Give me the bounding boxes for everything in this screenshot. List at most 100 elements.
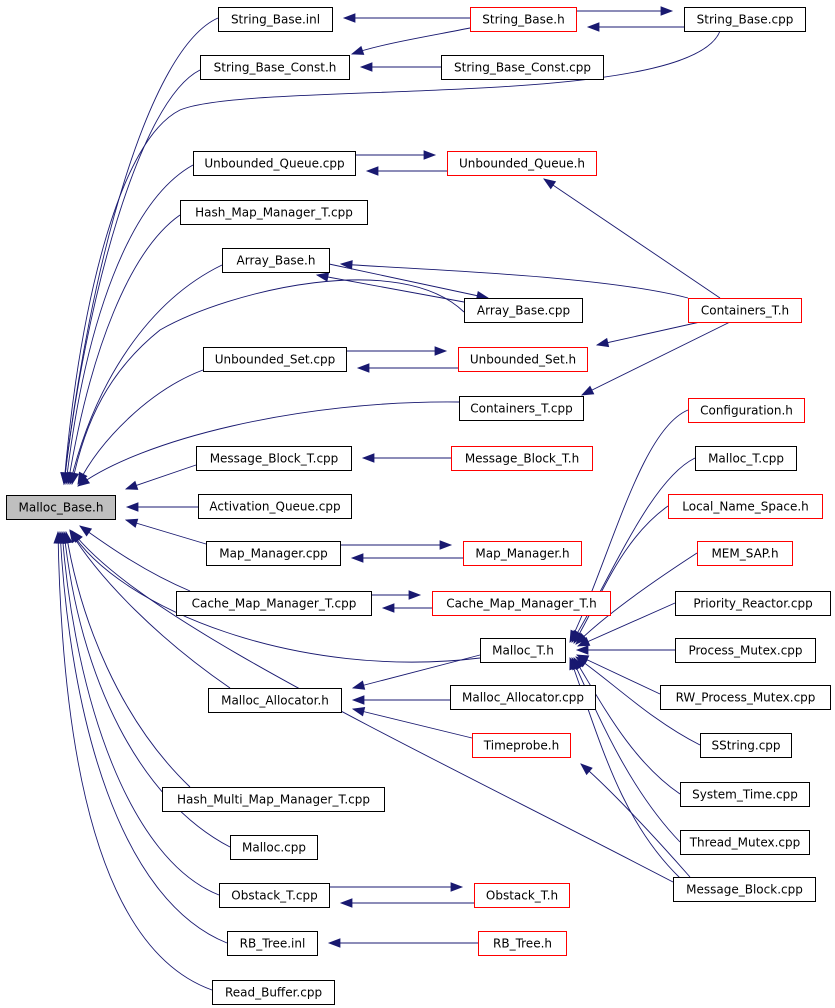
- edge-message_block_t_cpp-to-malloc_base_h: [124, 464, 197, 490]
- arrowhead-icon: [361, 453, 375, 463]
- node-malloc-base-h: Malloc_Base.h: [6, 495, 116, 520]
- edge-map_manager_cpp-to-malloc_base_h: [124, 518, 207, 545]
- arrowhead-icon: [575, 632, 588, 645]
- edge-line: [69, 529, 481, 663]
- node-cache-map-manager-t-cpp[interactable]: Cache_Map_Manager_T.cpp: [176, 591, 372, 616]
- node-box: [441, 55, 604, 80]
- edge-line: [65, 531, 191, 788]
- node-sstring-cpp[interactable]: SString.cpp: [700, 733, 792, 758]
- edge-line: [573, 657, 681, 795]
- node-activation-queue-cpp[interactable]: Activation_Queue.cpp: [198, 494, 352, 519]
- node-label: String_Base_Const.h: [214, 61, 337, 75]
- node-unbounded-set-cpp[interactable]: Unbounded_Set.cpp: [203, 347, 347, 372]
- edge-line: [57, 531, 213, 991]
- node-label: System_Time.cpp: [692, 788, 798, 802]
- edge-message_block_cpp-to-malloc_base_h: [71, 530, 674, 883]
- node-string-base-const-cpp[interactable]: String_Base_Const.cpp: [441, 55, 604, 80]
- node-malloc-t-cpp[interactable]: Malloc_T.cpp: [695, 446, 797, 471]
- node-cache-map-manager-t-h[interactable]: Cache_Map_Manager_T.h: [432, 591, 611, 616]
- node-box: [222, 248, 330, 273]
- node-obstack-t-cpp[interactable]: Obstack_T.cpp: [219, 883, 330, 908]
- node-array-base-cpp[interactable]: Array_Base.cpp: [464, 298, 583, 323]
- node-local-name-space-h[interactable]: Local_Name_Space.h: [668, 494, 823, 519]
- node-rw-process-mutex-cpp[interactable]: RW_Process_Mutex.cpp: [660, 685, 831, 710]
- node-map-manager-cpp[interactable]: Map_Manager.cpp: [206, 541, 341, 566]
- edge-line: [71, 530, 674, 883]
- node-system-time-cpp[interactable]: System_Time.cpp: [680, 782, 810, 807]
- node-unbounded-queue-cpp[interactable]: Unbounded_Queue.cpp: [193, 151, 356, 176]
- node-box: [218, 7, 333, 32]
- node-string-base-h[interactable]: String_Base.h: [470, 7, 577, 32]
- edge-line: [543, 178, 721, 299]
- edge-timeprobe_h-to-malloc_allocator_h: [351, 707, 473, 739]
- edge-line: [576, 654, 661, 695]
- node-label: Array_Base.cpp: [477, 304, 570, 318]
- node-box: [180, 200, 368, 225]
- node-label: Malloc_T.h: [492, 644, 554, 658]
- node-message-block-cpp[interactable]: Message_Block.cpp: [673, 877, 816, 902]
- node-rb-tree-inl[interactable]: RB_Tree.inl: [227, 931, 318, 956]
- edge-unbounded_set_cpp-to-unbounded_set_h: [346, 346, 448, 356]
- edge-line: [59, 531, 228, 944]
- node-thread-mutex-cpp[interactable]: Thread_Mutex.cpp: [680, 830, 810, 855]
- edge-malloc_allocator_cpp-to-malloc_allocator_h: [351, 695, 450, 705]
- edge-line: [63, 30, 721, 485]
- node-malloc-t-h[interactable]: Malloc_T.h: [480, 638, 566, 663]
- node-label: Obstack_T.h: [486, 889, 558, 903]
- node-string-base-const-h[interactable]: String_Base_Const.h: [200, 55, 350, 80]
- arrowhead-icon: [351, 680, 366, 690]
- node-malloc-cpp[interactable]: Malloc.cpp: [230, 835, 318, 860]
- edge-priority_reactor_cpp-to-malloc_t_h: [576, 602, 676, 647]
- edge-layer: [53, 6, 731, 991]
- node-mem-sap-h[interactable]: MEM_SAP.h: [697, 541, 793, 566]
- node-hash-multi-map-manager-t-cpp[interactable]: Hash_Multi_Map_Manager_T.cpp: [162, 787, 385, 812]
- edge-message_block_cpp-to-timeprobe_h: [580, 763, 691, 878]
- node-unbounded-queue-h[interactable]: Unbounded_Queue.h: [447, 151, 597, 176]
- node-priority-reactor-cpp[interactable]: Priority_Reactor.cpp: [675, 591, 831, 616]
- edge-cache_map_manager_t_h-to-cache_map_manager_t_cpp: [381, 603, 432, 613]
- node-message-block-t-h[interactable]: Message_Block_T.h: [451, 446, 593, 471]
- node-string-base-cpp[interactable]: String_Base.cpp: [684, 7, 806, 32]
- node-map-manager-h[interactable]: Map_Manager.h: [463, 541, 582, 566]
- node-process-mutex-cpp[interactable]: Process_Mutex.cpp: [675, 638, 816, 663]
- node-malloc-allocator-cpp[interactable]: Malloc_Allocator.cpp: [450, 685, 596, 710]
- arrowhead-icon: [365, 166, 379, 176]
- node-obstack-t-h[interactable]: Obstack_T.h: [474, 883, 570, 908]
- node-configuration-h[interactable]: Configuration.h: [688, 398, 805, 423]
- node-rb-tree-h[interactable]: RB_Tree.h: [478, 931, 567, 956]
- node-box: [219, 883, 330, 908]
- node-box: [196, 446, 352, 471]
- node-label: String_Base_Const.cpp: [454, 61, 591, 75]
- edge-unbounded_set_cpp-to-malloc_base_h: [77, 369, 204, 485]
- node-unbounded-set-h[interactable]: Unbounded_Set.h: [458, 347, 588, 372]
- node-label: Process_Mutex.cpp: [688, 644, 802, 658]
- arrowhead-icon: [124, 480, 139, 490]
- edge-string_base_const_h-to-malloc_base_h: [60, 69, 201, 486]
- node-string-base-inl[interactable]: String_Base.inl: [218, 7, 333, 32]
- node-box: [451, 446, 593, 471]
- node-read-buffer-cpp[interactable]: Read_Buffer.cpp: [212, 980, 335, 1005]
- node-hash-map-manager-t-cpp[interactable]: Hash_Map_Manager_T.cpp: [180, 200, 368, 225]
- edge-unbounded_set_h-to-unbounded_set_cpp: [356, 363, 458, 373]
- node-containers-t-cpp[interactable]: Containers_T.cpp: [459, 396, 584, 421]
- node-label: Read_Buffer.cpp: [225, 986, 322, 1000]
- node-box: [480, 638, 566, 663]
- node-label: Priority_Reactor.cpp: [693, 597, 812, 611]
- node-box: [474, 883, 570, 908]
- node-box: [680, 782, 810, 807]
- node-box: [203, 347, 347, 372]
- arrowhead-icon: [381, 603, 395, 613]
- node-box: [673, 877, 816, 902]
- node-array-base-h[interactable]: Array_Base.h: [222, 248, 330, 273]
- node-label: Activation_Queue.cpp: [209, 500, 340, 514]
- node-malloc-allocator-h[interactable]: Malloc_Allocator.h: [208, 688, 342, 713]
- arrowhead-icon: [53, 530, 63, 544]
- node-containers-t-h[interactable]: Containers_T.h: [688, 298, 802, 323]
- edge-containers_t_h-to-unbounded_queue_h: [543, 178, 721, 299]
- node-timeprobe-h[interactable]: Timeprobe.h: [472, 733, 571, 758]
- node-message-block-t-cpp[interactable]: Message_Block_T.cpp: [196, 446, 352, 471]
- arrowhead-icon: [351, 707, 366, 717]
- arrowhead-icon: [359, 62, 373, 72]
- edge-obstack_t_cpp-to-obstack_t_h: [329, 882, 464, 892]
- node-label: SString.cpp: [711, 739, 780, 753]
